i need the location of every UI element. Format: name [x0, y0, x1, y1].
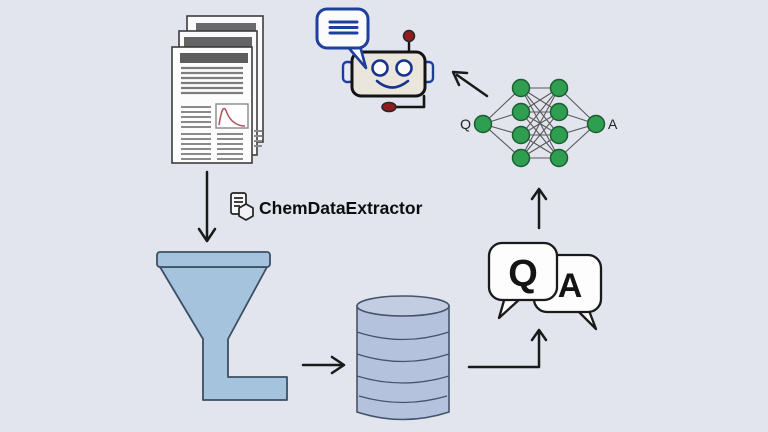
arrow-docs-to-funnel — [197, 170, 217, 243]
document-stack-icon — [171, 15, 264, 164]
arrow-database-to-qa — [467, 328, 548, 369]
chat-bubble-text-lines — [328, 20, 359, 35]
page-middle-titlebar — [184, 37, 252, 47]
database-body — [356, 305, 450, 421]
database-cylinder-icon — [356, 295, 450, 421]
page-back-titlebar — [196, 23, 256, 32]
database-disk-separators — [356, 331, 450, 404]
page-front-body-lines — [181, 66, 243, 95]
inline-chart-curve — [218, 107, 246, 127]
network-edges — [482, 87, 597, 159]
extractor-label: ChemDataExtractor — [259, 198, 423, 218]
database-top — [356, 295, 450, 317]
robot-right-eye — [395, 59, 413, 77]
chatbot-icon — [341, 29, 435, 113]
network-input-label: Q — [460, 116, 471, 132]
neural-network-icon: Q A — [460, 78, 618, 168]
arrow-funnel-to-database — [301, 355, 346, 375]
robot-mic — [381, 101, 397, 113]
answer-bubble-letter: A — [558, 267, 583, 305]
network-output-node — [586, 114, 606, 134]
robot-left-eye — [371, 59, 389, 77]
chem-doc-hexagon-icon — [230, 192, 254, 221]
funnel-body — [159, 266, 288, 401]
robot-smile — [375, 79, 410, 89]
network-nodes — [473, 78, 606, 168]
page-front-titlebar — [180, 53, 248, 63]
robot-antenna-tip — [402, 29, 416, 43]
question-bubble-body — [487, 241, 559, 302]
funnel-icon — [156, 251, 288, 401]
qa-bubbles-group: A Q — [487, 241, 603, 331]
extractor-label-group: ChemDataExtractor — [230, 192, 423, 221]
chat-lines-bubble-icon — [315, 7, 370, 70]
page-front-left-column-lines — [181, 106, 243, 160]
page-middle-lines — [254, 130, 262, 147]
question-bubble-letter: Q — [508, 253, 538, 295]
funnel-rim — [156, 251, 271, 268]
network-output-label: A — [608, 116, 618, 132]
question-speech-bubble-icon: Q — [487, 241, 559, 320]
robot-mic-arm — [395, 94, 426, 109]
arrow-network-to-chatbot — [451, 70, 489, 98]
arrow-qa-to-network — [530, 187, 548, 230]
network-input-node — [473, 114, 493, 134]
